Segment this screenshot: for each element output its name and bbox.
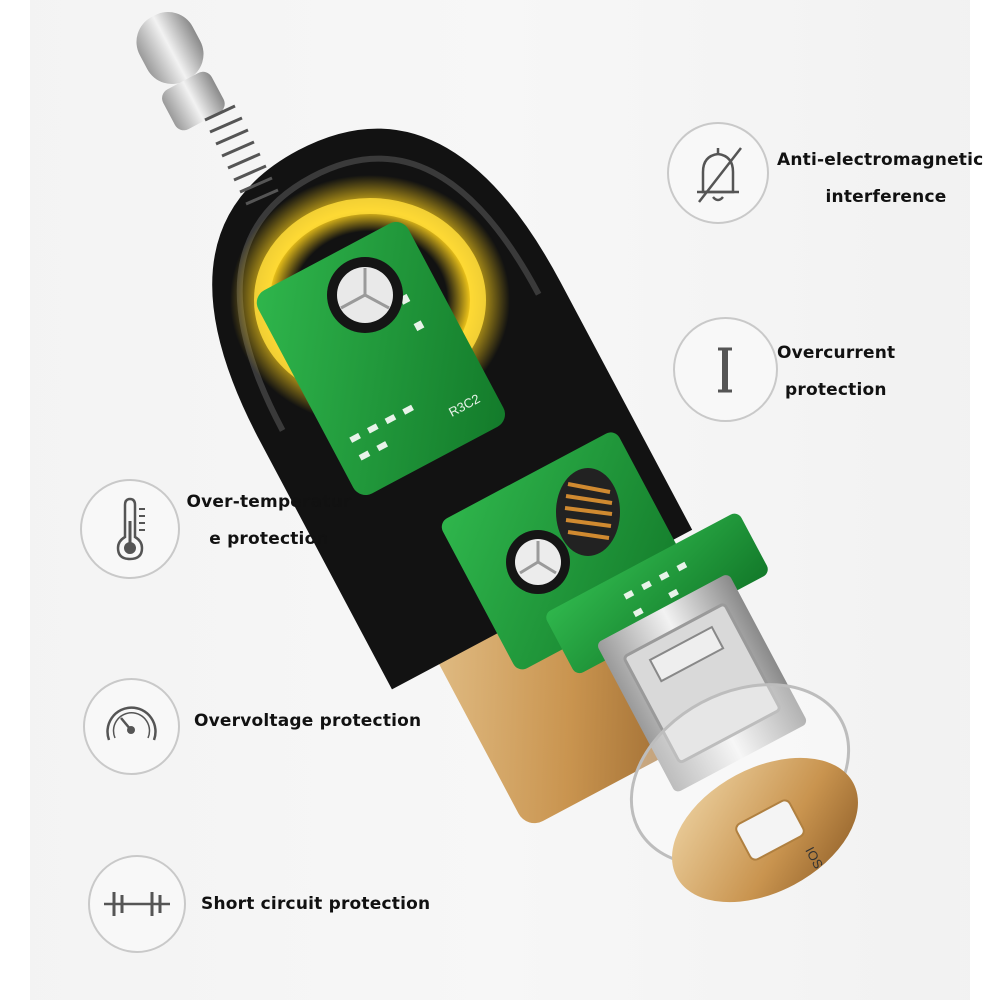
feature-label-emi: Anti-electromagnetic interference [777,150,984,207]
capacitor-upper [327,257,403,333]
tip-pin [136,11,279,206]
feature-label-short-circuit: Short circuit protection [201,894,431,914]
bell-off-icon [667,122,769,224]
feature-label-temperature: Over-temperatur e protection [186,492,352,549]
thermometer-icon [80,479,180,579]
gauge-icon [83,678,180,775]
feature-label-overvoltage: Overvoltage protection [194,711,422,731]
right-border [970,0,1000,1000]
transparent-cap: IOS [629,683,858,903]
usb-port [598,575,807,792]
current-i-icon [673,317,778,422]
pcb-upper: R3C2 [256,221,505,496]
feature-label-overcurrent: Overcurrent protection [777,343,896,400]
left-border [0,0,30,1000]
inductor [556,468,620,556]
short-circuit-icon [88,855,186,953]
capacitor-lower [506,530,570,594]
